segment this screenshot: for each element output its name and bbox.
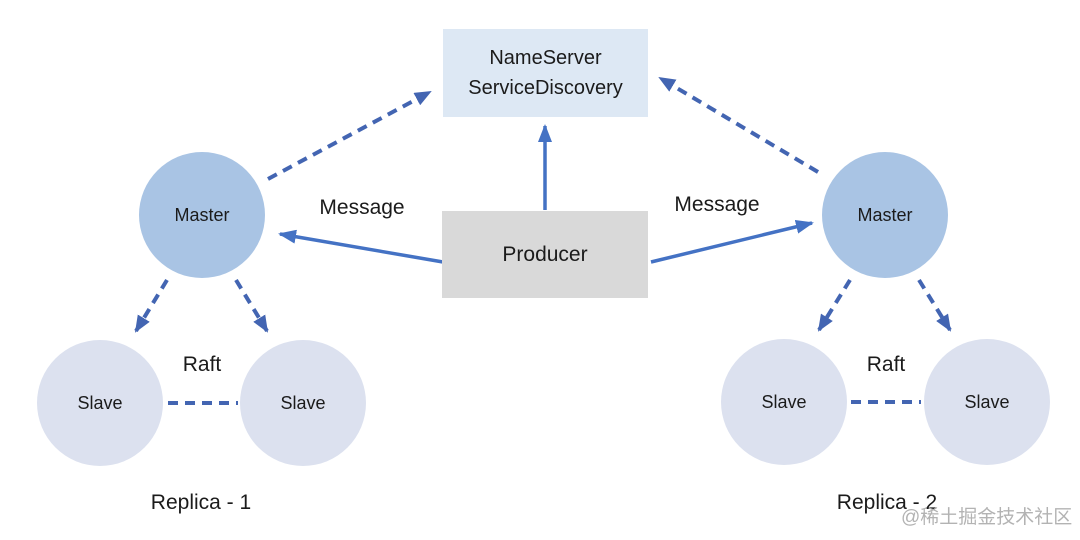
arrow-master2-to-slave4 — [917, 278, 952, 332]
slave-label: Slave — [964, 391, 1010, 412]
slave-label: Slave — [77, 392, 123, 413]
slave-node-replica1-right: Slave — [240, 340, 366, 466]
arrow-master1-to-nameserver — [267, 90, 432, 181]
slave-label: Slave — [280, 392, 326, 413]
producer-label: Producer — [502, 242, 588, 266]
master-node-replica2: Master — [822, 152, 948, 278]
nameserver-box: NameServer ServiceDiscovery — [443, 29, 648, 117]
master-node-replica1: Master — [139, 152, 265, 278]
master-label: Master — [857, 204, 913, 225]
replica2-caption: Replica - 2 — [836, 491, 938, 514]
slave-label: Slave — [761, 391, 807, 412]
nameserver-line1: NameServer — [489, 46, 602, 69]
raft-label-replica2: Raft — [866, 353, 906, 376]
producer-box: Producer — [442, 211, 648, 298]
slave-node-replica2-right: Slave — [924, 339, 1050, 465]
nameserver-line2: ServiceDiscovery — [468, 76, 623, 99]
arrow-producer-to-master1 — [278, 229, 444, 264]
arrow-master1-to-slave2 — [234, 278, 269, 333]
site-watermark: @稀土掘金技术社区 — [901, 507, 1073, 528]
slave-node-replica1-left: Slave — [37, 340, 163, 466]
master-label: Master — [174, 204, 230, 225]
slave-node-replica2-left: Slave — [721, 339, 847, 465]
arrow-master2-to-slave3 — [817, 278, 852, 332]
replica1-caption: Replica - 1 — [150, 491, 252, 514]
message-label-replica1: Message — [319, 196, 405, 219]
arrow-master1-to-slave1 — [134, 278, 169, 333]
raft-label-replica1: Raft — [182, 353, 222, 376]
arrow-producer-to-master2 — [650, 219, 814, 264]
message-label-replica2: Message — [674, 193, 760, 216]
arrow-master2-to-nameserver — [658, 76, 820, 174]
